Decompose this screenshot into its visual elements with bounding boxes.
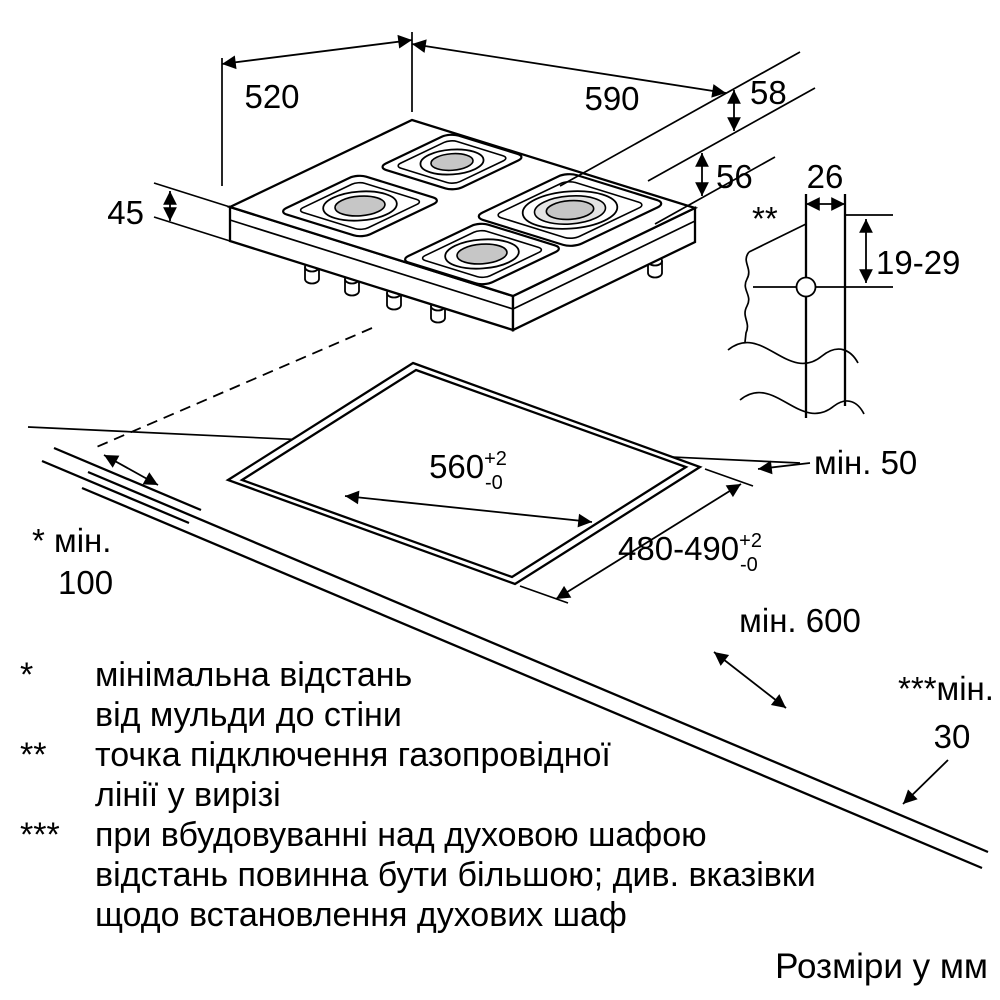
- hob-dimensions: 520 590 58 56 45: [107, 32, 816, 242]
- dim-gas-height-range: 19-29: [876, 244, 960, 281]
- cutout-inner-edge: [239, 368, 689, 579]
- detail-top-edge: [748, 223, 807, 253]
- detail-profile-wiggle: [744, 251, 750, 343]
- burner-left: [278, 174, 442, 238]
- hob-edge-line-left: [229, 219, 514, 310]
- hob-projection-dashed-line: [91, 327, 373, 450]
- ext-line-cutout-depth-1: [519, 585, 569, 604]
- dim-line-min-100: [103, 454, 159, 486]
- dim-cutout-depth: 480-490+2-0: [618, 530, 762, 576]
- footnote-1-line-2: від мульди до стіни: [95, 696, 402, 734]
- dim-min-wall-value: 100: [58, 564, 113, 601]
- dim-min-oven-value: 30: [934, 718, 971, 755]
- units-note: Розміри у мм: [775, 947, 988, 986]
- dim-line-cutout-depth: [555, 483, 742, 600]
- leader-min-50: [757, 460, 811, 475]
- dim-hob-built-in-depth: 56: [716, 158, 753, 195]
- dim-min-rear-clearance: мін. 50: [814, 444, 917, 481]
- worktop-front-edge-bottom: [81, 486, 983, 870]
- hob-isometric-view: [226, 118, 699, 332]
- hob-edge-line-right: [512, 220, 696, 310]
- gas-connection-detail: ** 26 19-29: [727, 158, 960, 418]
- detail-break-wave-2: [739, 391, 865, 415]
- footnote-2-line-1: точка підключення газопровідної: [95, 736, 611, 774]
- leader-min-30: [902, 759, 949, 805]
- ext-line-45-top: [153, 182, 231, 208]
- footnote-2-line-2: лінії у вирізі: [95, 776, 281, 814]
- gas-connection-marker: **: [752, 200, 778, 237]
- wall-edge-inner: [41, 459, 190, 525]
- burner-back: [378, 133, 527, 191]
- dim-line-cutout-width: [344, 490, 593, 528]
- dim-min-worktop-depth: мін. 600: [739, 602, 861, 639]
- burner-right-wok: [473, 172, 666, 248]
- dim-line-520: [221, 34, 413, 70]
- burner-front: [400, 222, 564, 286]
- footnote-1-line-1: мінімальна відстань: [95, 656, 412, 694]
- dim-line-min-600: [713, 651, 787, 709]
- ext-line-cutout-depth-2: [704, 468, 754, 487]
- worktop-front-edge-top: [87, 470, 989, 854]
- dim-line-590: [411, 39, 727, 98]
- dim-hob-total-height: 58: [750, 74, 787, 111]
- footnote-3-line-1: при вбудовуванні над духовою шафою: [95, 816, 707, 854]
- ref-line-top-plane: [559, 51, 801, 187]
- dim-hob-depth: 520: [244, 78, 299, 115]
- dim-min-oven-label: ***мін.: [898, 670, 994, 707]
- detail-break-wave-1: [727, 341, 859, 365]
- dim-hob-width: 590: [584, 80, 639, 117]
- footnote-2-marker: **: [20, 736, 46, 774]
- ref-line-mid-plane: [647, 87, 816, 182]
- wall-edge-outer: [53, 446, 202, 512]
- dim-min-wall-label: * мін.: [32, 522, 111, 559]
- footnote-1-marker: *: [20, 656, 33, 694]
- ext-line-45-bottom: [153, 216, 231, 242]
- dim-gas-offset: 26: [807, 158, 844, 195]
- hob-top-surface: [226, 118, 699, 298]
- gas-connection-point: [795, 276, 817, 298]
- footnote-3-marker: ***: [20, 816, 60, 854]
- footnote-3-line-2: відстань повинна бути більшою; див. вказ…: [95, 856, 816, 894]
- ref-line-bottom-plane: [654, 156, 776, 225]
- footnote-3-line-3: щодо встановлення духових шаф: [95, 896, 627, 934]
- dim-cutout-width: 560+2-0: [429, 448, 507, 494]
- dim-hob-edge-height: 45: [107, 194, 144, 231]
- footnotes: * мінімальна відстань від мульди до стін…: [20, 656, 816, 934]
- cutout-dimensions: 560+2-0 480-490+2-0 мін. 50 * мін. 100 м…: [32, 444, 994, 805]
